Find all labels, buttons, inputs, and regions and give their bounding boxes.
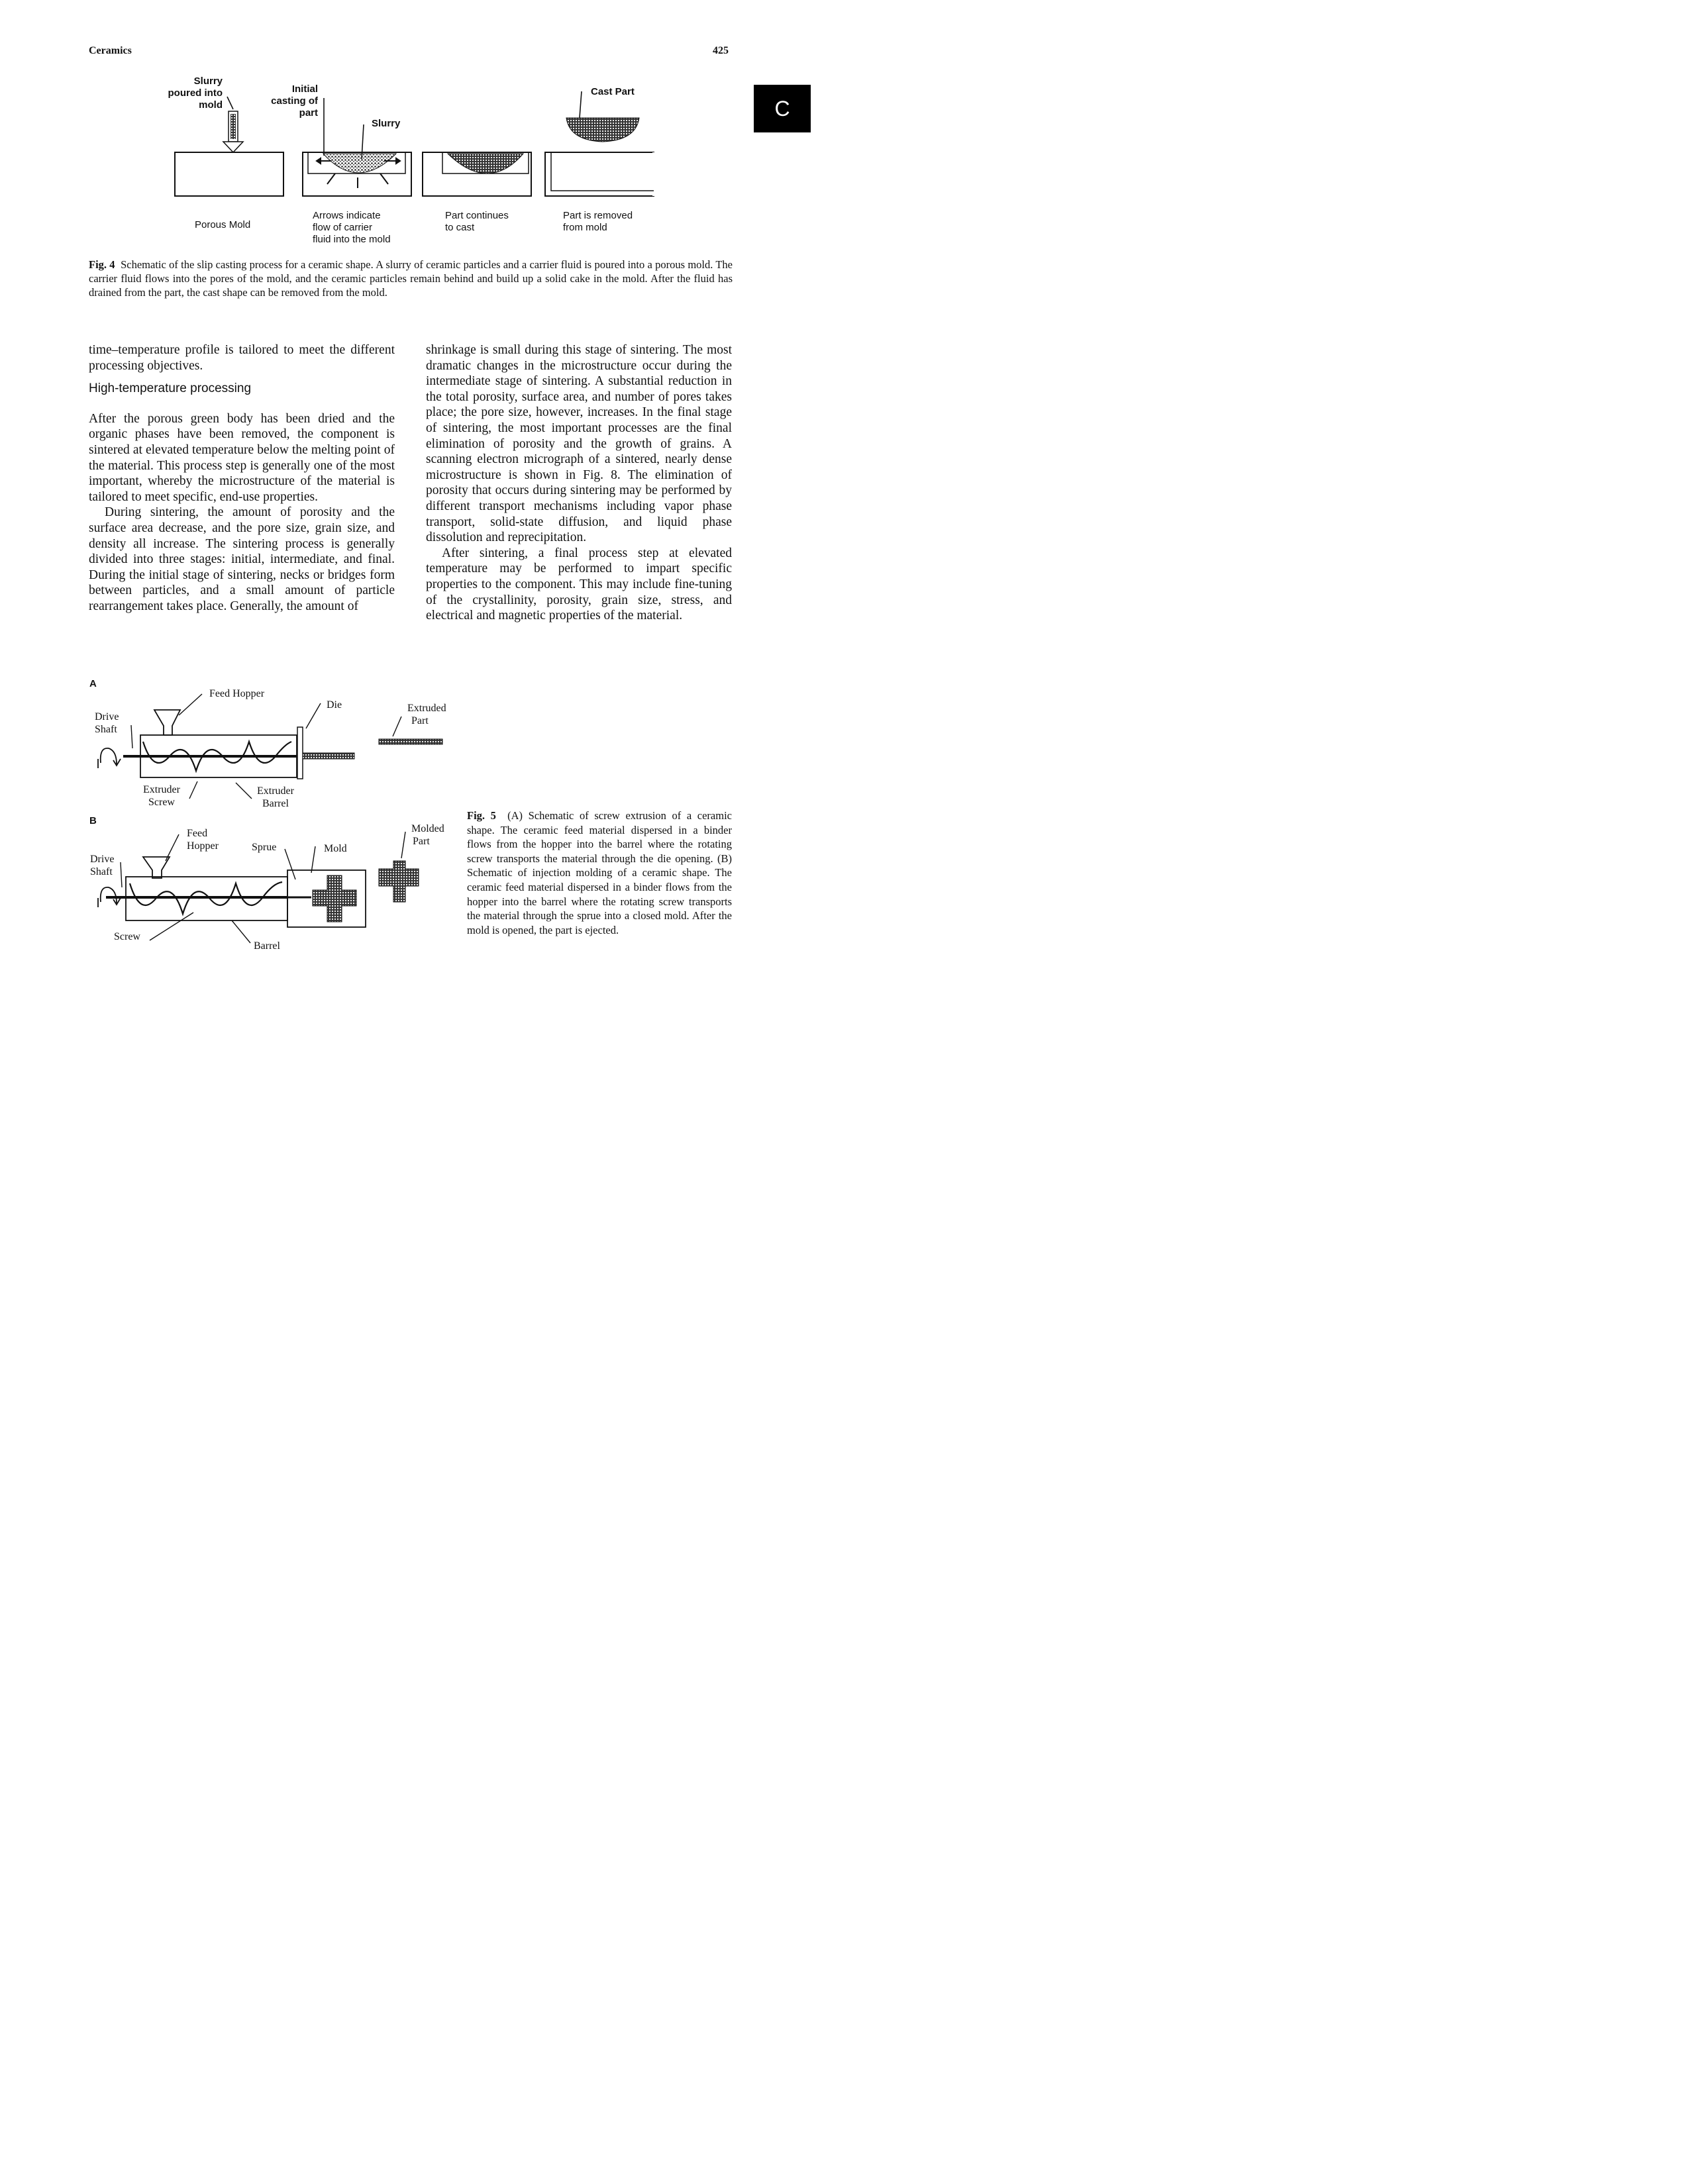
rotation-arrow-icon-b [99, 887, 117, 904]
mold-b [287, 869, 366, 928]
label-part-continues-line2: to cast [445, 222, 475, 233]
right-paragraph-2: After sintering, a final process step at… [426, 546, 732, 623]
fig5-diagram [97, 693, 443, 944]
label-extruder-barrel-line2: Barrel [262, 798, 289, 809]
porous-mold-1 [174, 152, 284, 197]
flow-arrows [315, 157, 401, 188]
mold-cavity-part-b [312, 875, 357, 922]
label-extruder-screw: Extruder [143, 784, 180, 795]
cast-part-shape [566, 117, 640, 142]
label-drive-shaft-a-line2: Shaft [95, 724, 117, 735]
label-slurry-poured-line2: poured into [168, 87, 223, 99]
fig4-caption-text: Schematic of the slip casting process fo… [89, 258, 733, 299]
fig5-caption-label: Fig. 5 [467, 809, 496, 822]
label-mold: Mold [324, 843, 347, 854]
label-sprue: Sprue [252, 842, 277, 853]
label-drive-shaft-b-line2: Shaft [90, 866, 113, 877]
fig4-caption: Fig. 4 Schematic of the slip casting pro… [89, 258, 733, 299]
label-molded-part: Molded [411, 823, 444, 834]
label-part-continues: Part continues [445, 210, 509, 221]
page-number: 425 [713, 45, 729, 56]
label-drive-shaft-b: Drive [90, 854, 115, 865]
section-tab: C [754, 85, 811, 132]
fig4-caption-label: Fig. 4 [89, 258, 115, 271]
screw-b [128, 881, 283, 917]
running-header-title: Ceramics [89, 45, 132, 56]
die-a [297, 726, 303, 779]
section-heading: High-temperature processing [89, 381, 252, 396]
fig5-caption: Fig. 5 (A) Schematic of screw extrusion … [467, 809, 732, 937]
label-extruded-part: Extruded [407, 703, 446, 714]
porous-mold-4 [544, 152, 654, 197]
rotation-arrow-icon-a [99, 748, 117, 765]
injector-b [97, 831, 419, 944]
label-arrows-indicate: Arrows indicate [313, 210, 381, 221]
extruded-part-a [378, 738, 443, 745]
porous-mold-2 [302, 152, 412, 197]
label-slurry-poured: Slurry [193, 75, 223, 87]
label-arrows-line3: fluid into the mold [313, 234, 391, 245]
label-part-removed-line2: from mold [563, 222, 607, 233]
fig5-caption-text: (A) Schematic of screw extrusion of a ce… [467, 809, 732, 936]
label-extruder-barrel: Extruder [257, 785, 294, 797]
left-column: time–temperature profile is tailored to … [89, 342, 395, 615]
label-barrel: Barrel [254, 940, 280, 952]
label-feed-hopper-b-line2: Hopper [187, 840, 219, 852]
left-paragraph-1: time–temperature profile is tailored to … [89, 343, 395, 373]
label-molded-part-line2: Part [413, 836, 430, 847]
porous-mold-3 [422, 152, 532, 197]
label-slurry: Slurry [372, 118, 401, 129]
label-drive-shaft-a: Drive [95, 711, 119, 722]
right-paragraph-1: shrinkage is small during this stage of … [426, 343, 732, 545]
label-feed-hopper-b: Feed [187, 828, 208, 839]
label-initial-casting-line2: casting of [271, 95, 318, 107]
label-slurry-poured-line3: mold [199, 99, 223, 111]
label-initial-casting: Initial [291, 83, 318, 95]
label-die: Die [327, 699, 342, 711]
label-extruded-part-line2: Part [411, 715, 429, 726]
label-cast-part: Cast Part [591, 86, 635, 97]
fig4-diagram [174, 91, 655, 197]
right-column: shrinkage is small during this stage of … [426, 342, 732, 624]
extruder-screw-a [142, 739, 292, 773]
label-extruder-screw-line2: Screw [148, 797, 175, 808]
left-paragraph-3: During sintering, the amount of porosity… [89, 505, 395, 613]
label-screw: Screw [114, 931, 140, 942]
feed-hopper-a [153, 709, 181, 736]
panel-b-label: B [89, 815, 97, 826]
label-initial-casting-line3: part [299, 107, 318, 119]
feed-hopper-b [142, 856, 171, 879]
left-paragraph-2: After the porous green body has been dri… [89, 411, 395, 504]
extruder-a [97, 693, 443, 799]
label-part-removed: Part is removed [563, 210, 633, 221]
label-porous-mold: Porous Mold [195, 219, 251, 230]
label-feed-hopper-a: Feed Hopper [209, 688, 265, 699]
pour-arrow-icon [222, 111, 244, 154]
panel-a-label: A [89, 678, 97, 689]
label-arrows-line2: flow of carrier [313, 222, 373, 233]
molded-part-b [378, 860, 419, 903]
extrudate-a [302, 752, 355, 760]
